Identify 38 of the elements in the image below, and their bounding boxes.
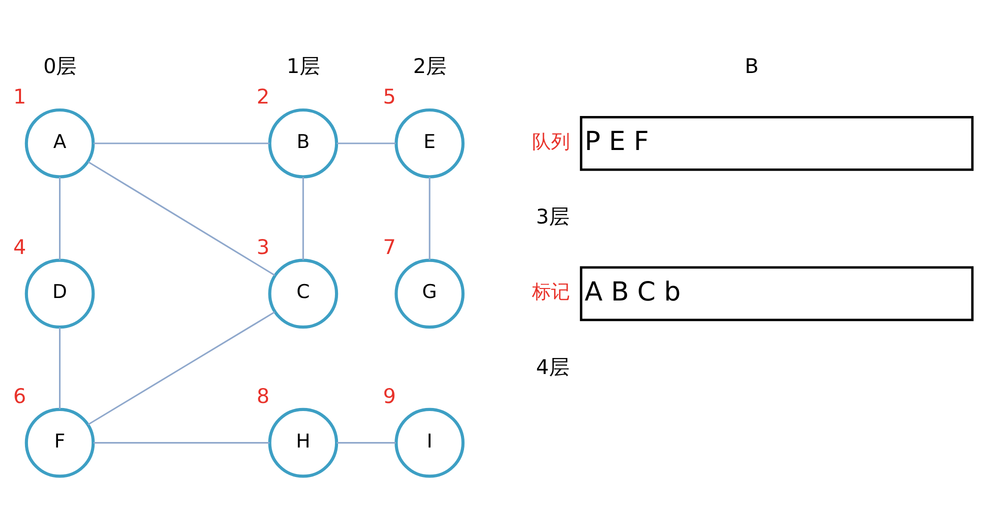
node-label: 8 [256,384,270,408]
node-circle: E [394,108,465,178]
connector [88,161,276,276]
node-label: 4 [13,234,26,259]
connector [336,442,396,444]
label: 4层 [536,354,569,379]
node-label: 9 [383,384,396,408]
node-label: 队列 [532,130,570,153]
node-label: 6 [13,384,26,408]
connector [302,177,304,260]
connector [94,142,270,144]
node-circle: I [394,408,465,478]
node-box: P E F [580,116,974,171]
node-circle: D [24,258,95,329]
connector [428,177,430,260]
node-label: 1 [13,84,26,109]
node-label: 2 [256,84,270,109]
label: 1层 [286,54,320,78]
node-circle: H [268,408,338,478]
connector [59,327,61,410]
node-box: A B C b [580,266,974,322]
label: 0层 [43,54,76,78]
node-label: 5 [383,84,396,109]
connector [59,177,61,260]
node-label: 标记 [532,281,570,304]
node-circle: A [24,108,95,178]
connector [94,442,270,444]
connector [336,142,396,144]
node-label: 3 [256,234,270,259]
label: 3层 [536,204,569,228]
node-circle: C [268,258,338,329]
node-label: 7 [383,234,396,259]
node-circle: B [268,108,338,178]
label: 2层 [413,54,446,78]
node-circle: F [24,408,95,478]
node-circle: G [394,258,465,329]
label: B [744,54,759,78]
connector [88,311,276,426]
